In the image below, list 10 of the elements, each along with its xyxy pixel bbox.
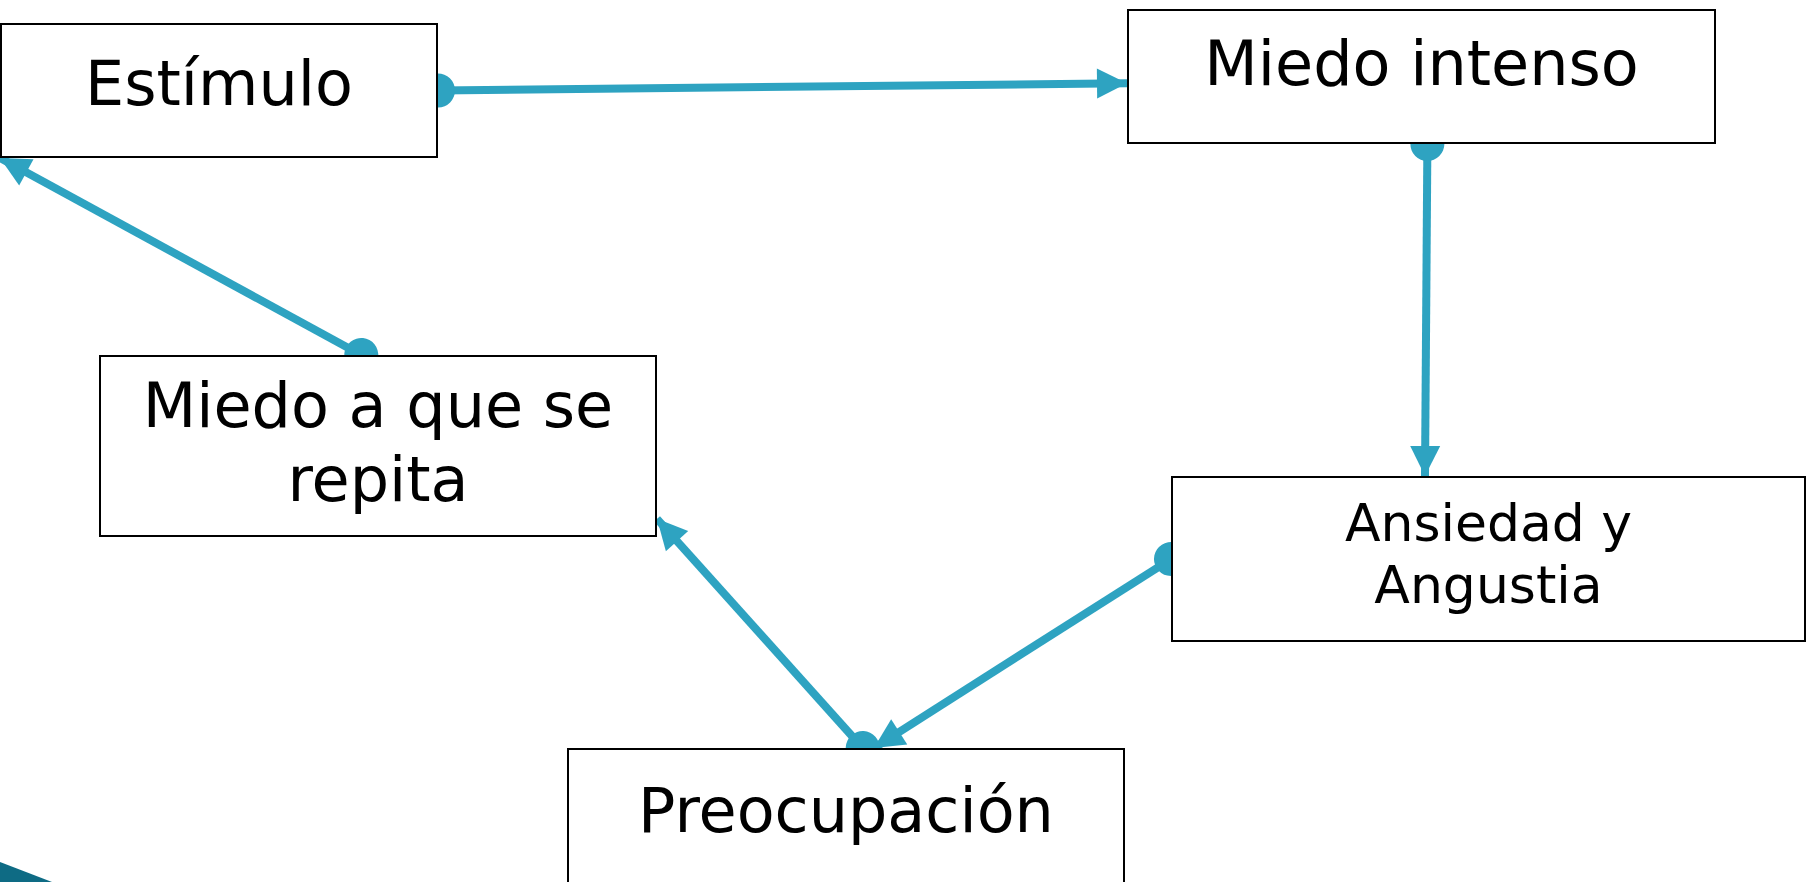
- text-box: [0, 23, 438, 158]
- text-box: [1127, 9, 1716, 144]
- box-label: Estímulo: [85, 47, 353, 122]
- text-box: [99, 355, 657, 537]
- text-box: [1171, 476, 1806, 642]
- box-label: Preocupación: [638, 774, 1054, 849]
- box-label: Ansiedad y Angustia: [1343, 492, 1634, 618]
- box-label: Miedo intenso: [1204, 27, 1639, 102]
- text-box: [567, 748, 1125, 882]
- box-label: Miedo a que se repita: [141, 369, 615, 519]
